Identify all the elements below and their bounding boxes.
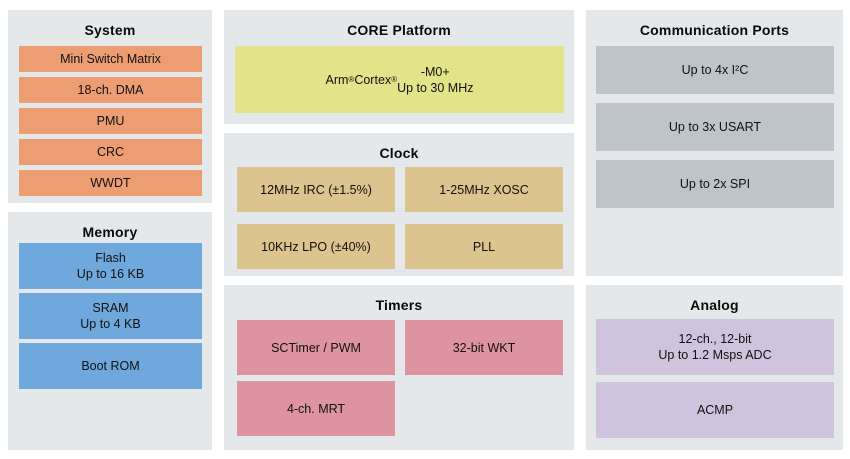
block-mrt: 4-ch. MRT	[237, 381, 395, 436]
block-i2c: Up to 4x I²C	[596, 46, 834, 94]
panel-analog: Analog 12-ch., 12-bit Up to 1.2 Msps ADC…	[586, 285, 843, 450]
panel-clock: Clock 12MHz IRC (±1.5%) 1-25MHz XOSC 10K…	[224, 133, 574, 276]
block-mini-switch-matrix: Mini Switch Matrix	[19, 46, 202, 72]
core-block-stack: Arm® Cortex®-M0+ Up to 30 MHz	[235, 46, 564, 113]
panel-core-platform: CORE Platform Arm® Cortex®-M0+ Up to 30 …	[224, 10, 574, 124]
block-sctimer-pwm: SCTimer / PWM	[237, 320, 395, 375]
panel-title-core-platform: CORE Platform	[347, 22, 451, 38]
panel-memory: Memory Flash Up to 16 KB SRAM Up to 4 KB…	[8, 212, 212, 450]
block-pmu: PMU	[19, 108, 202, 134]
block-wkt: 32-bit WKT	[405, 320, 563, 375]
block-lpo: 10KHz LPO (±40%)	[237, 224, 395, 269]
system-block-stack: Mini Switch Matrix 18-ch. DMA PMU CRC WW…	[19, 46, 202, 196]
panel-timers: Timers SCTimer / PWM 32-bit WKT 4-ch. MR…	[224, 285, 574, 450]
block-spi: Up to 2x SPI	[596, 160, 834, 208]
panel-title-communication-ports: Communication Ports	[639, 22, 790, 38]
block-crc: CRC	[19, 139, 202, 165]
block-xosc: 1-25MHz XOSC	[405, 167, 563, 212]
analog-block-stack: 12-ch., 12-bit Up to 1.2 Msps ADC ACMP	[596, 319, 834, 438]
block-flash: Flash Up to 16 KB	[19, 243, 202, 289]
panel-title-timers: Timers	[375, 297, 423, 313]
clock-block-grid: 12MHz IRC (±1.5%) 1-25MHz XOSC 10KHz LPO…	[237, 167, 563, 269]
block-irc: 12MHz IRC (±1.5%)	[237, 167, 395, 212]
panel-communication-ports: Communication Ports Up to 4x I²C Up to 3…	[586, 10, 843, 276]
block-pll: PLL	[405, 224, 563, 269]
comm-block-stack: Up to 4x I²C Up to 3x USART Up to 2x SPI	[596, 46, 834, 208]
panel-system: System Mini Switch Matrix 18-ch. DMA PMU…	[8, 10, 212, 203]
block-dma: 18-ch. DMA	[19, 77, 202, 103]
memory-block-stack: Flash Up to 16 KB SRAM Up to 4 KB Boot R…	[19, 243, 202, 389]
panel-title-memory: Memory	[82, 224, 138, 240]
block-wwdt: WWDT	[19, 170, 202, 196]
block-adc: 12-ch., 12-bit Up to 1.2 Msps ADC	[596, 319, 834, 375]
block-acmp: ACMP	[596, 382, 834, 438]
panel-title-clock: Clock	[379, 145, 419, 161]
timers-block-grid: SCTimer / PWM 32-bit WKT 4-ch. MRT	[237, 320, 563, 436]
block-usart: Up to 3x USART	[596, 103, 834, 151]
block-sram: SRAM Up to 4 KB	[19, 293, 202, 339]
block-boot-rom: Boot ROM	[19, 343, 202, 389]
panel-title-analog: Analog	[690, 297, 739, 313]
panel-title-system: System	[84, 22, 136, 38]
block-cortex-m0plus: Arm® Cortex®-M0+ Up to 30 MHz	[235, 46, 564, 113]
